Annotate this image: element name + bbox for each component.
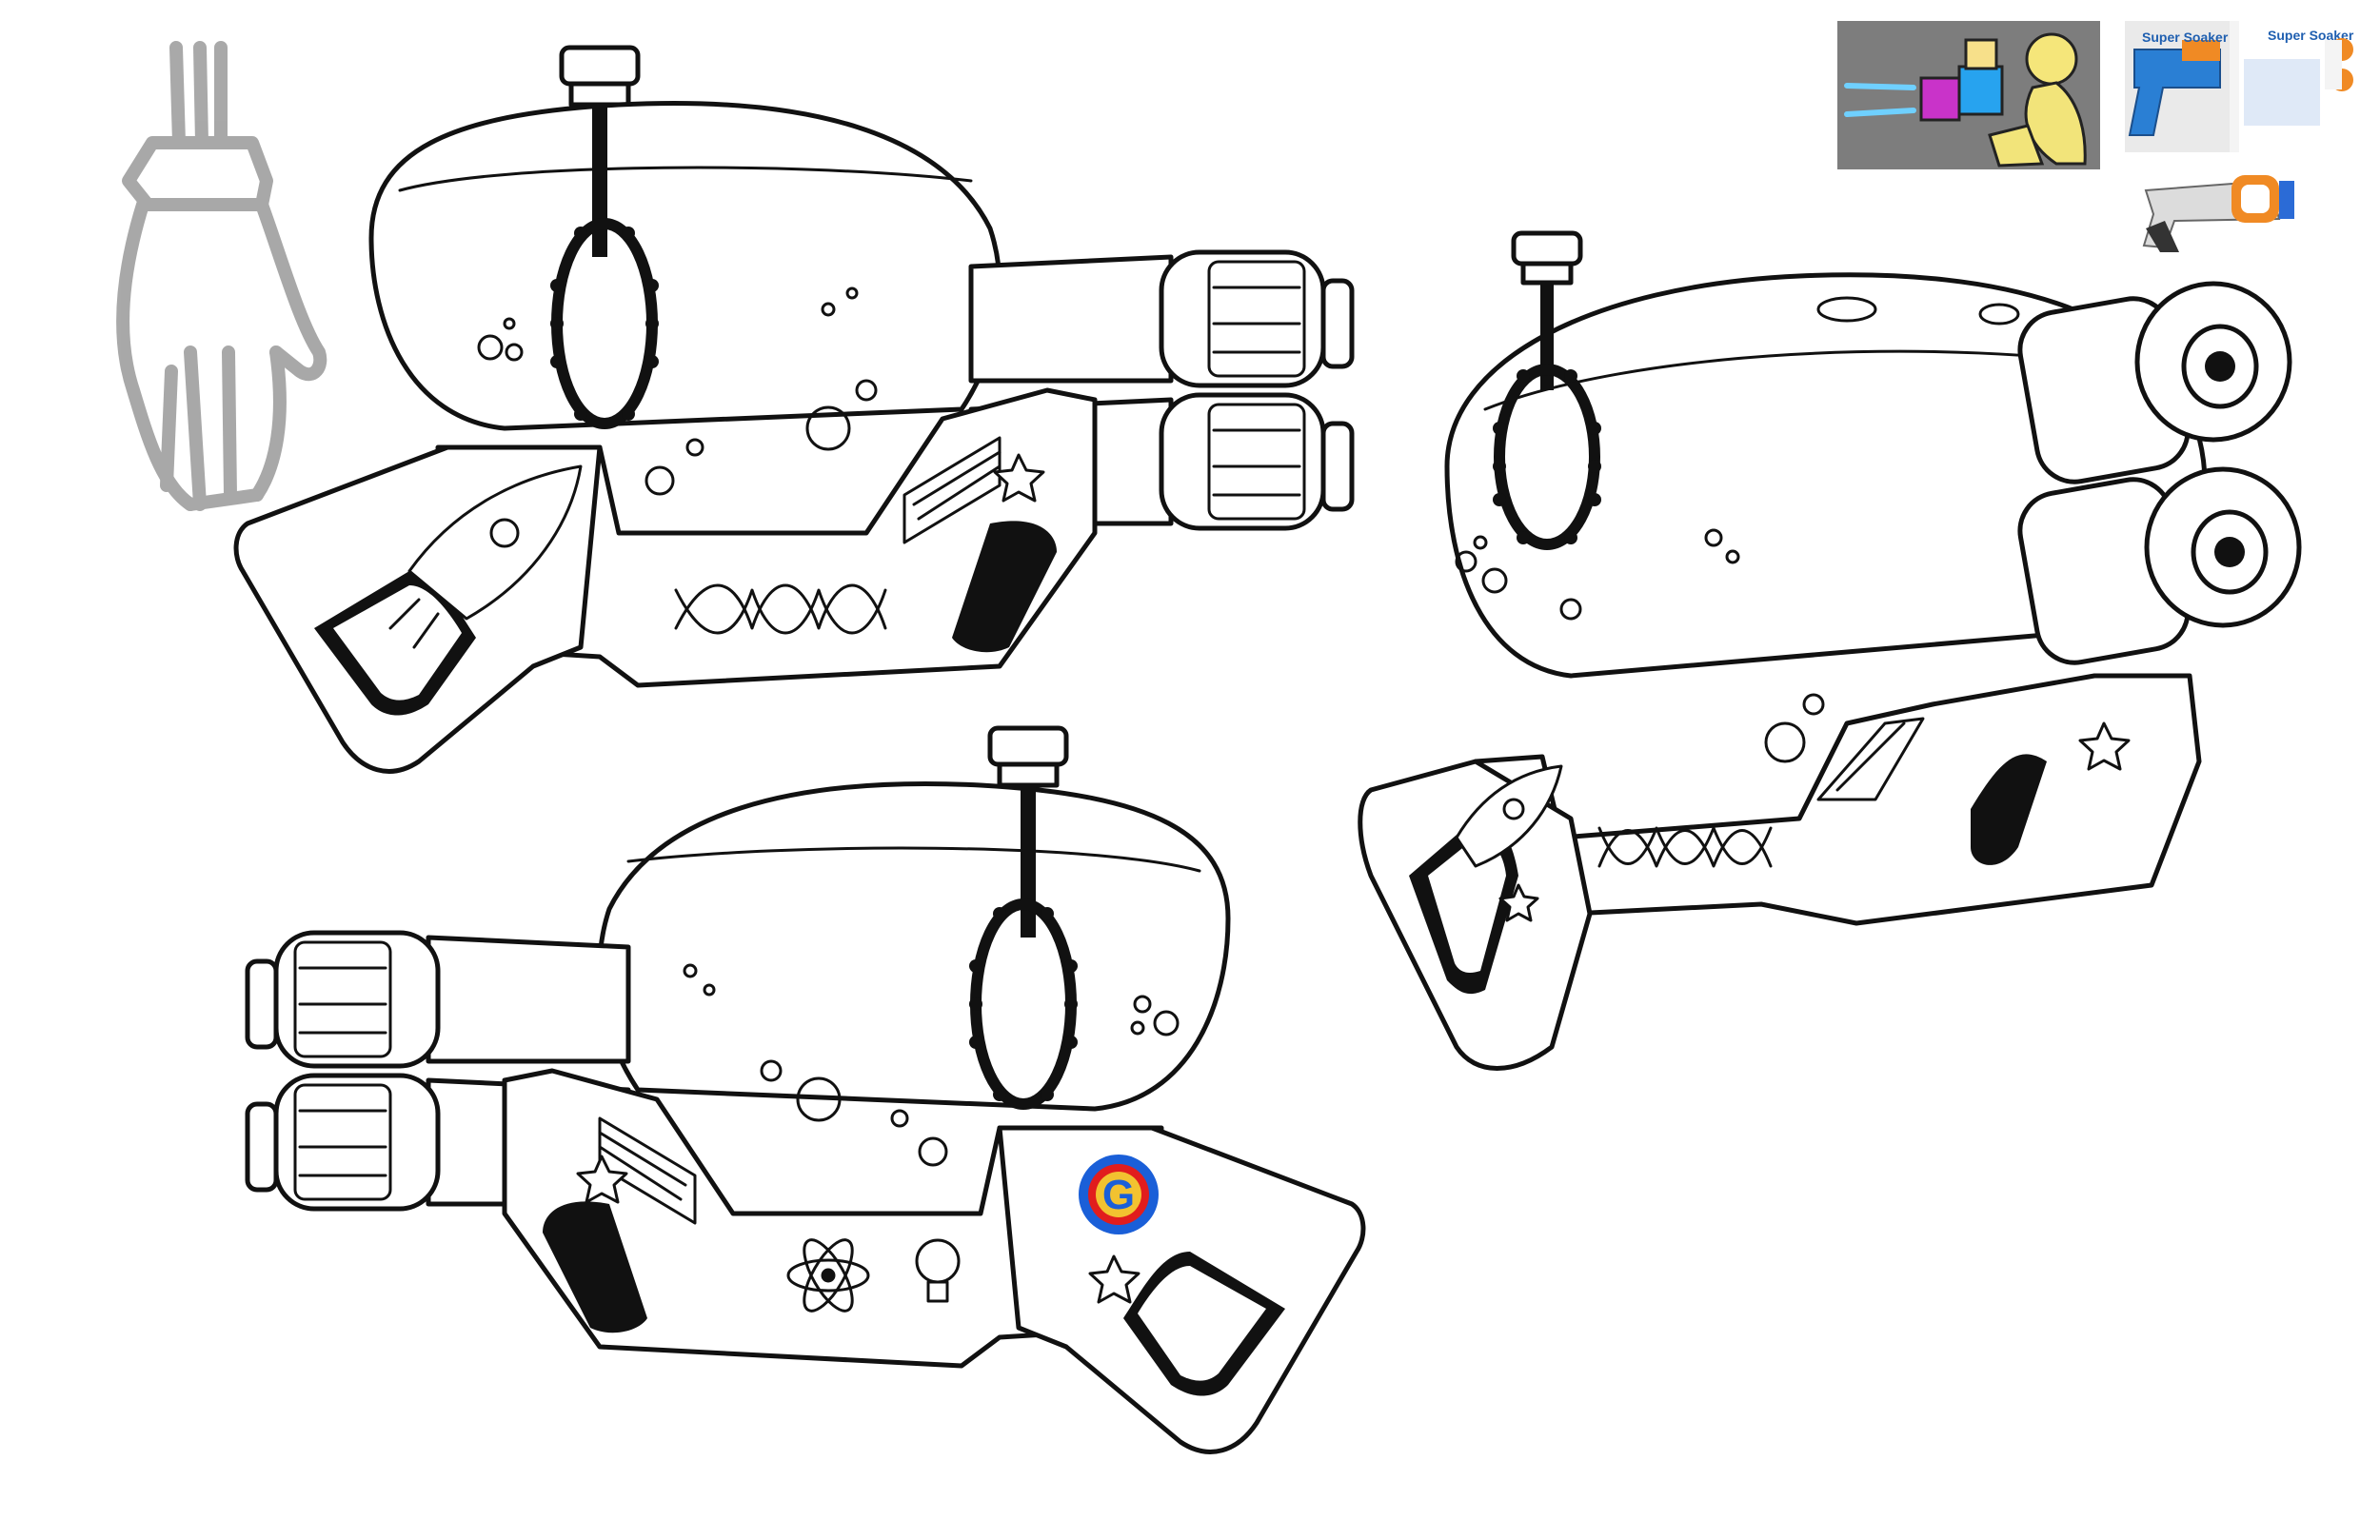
- glove-sketch: [57, 38, 333, 523]
- blaster-sketch-three-quarter: [1342, 228, 2342, 1085]
- reference-packaging-art: Super Soaker Super Soaker: [2125, 21, 2359, 152]
- reference-image-small-blaster: [2136, 162, 2300, 257]
- blaster-sketch-side-right: [219, 38, 1418, 847]
- blaster-three-quarter-art: [1358, 230, 2302, 1071]
- reference-image-packaging: Super Soaker Super Soaker: [2125, 21, 2359, 152]
- blaster-g-logo: G: [1079, 1155, 1159, 1234]
- blaster-side-right-art: [233, 45, 1355, 774]
- packaging-brand-label-2: Super Soaker: [2268, 28, 2354, 43]
- blaster-sketch-side-left: G: [238, 719, 1438, 1528]
- blaster-side-left-art: G: [245, 725, 1366, 1454]
- logo-letter: G: [1102, 1172, 1135, 1218]
- reference-small-blaster-art: [2142, 175, 2294, 252]
- reference-cartoon-art: [1837, 21, 2100, 169]
- reference-image-cartoon: [1837, 21, 2100, 169]
- packaging-brand-label-1: Super Soaker: [2142, 30, 2229, 45]
- glove-sketch-art: [116, 41, 327, 511]
